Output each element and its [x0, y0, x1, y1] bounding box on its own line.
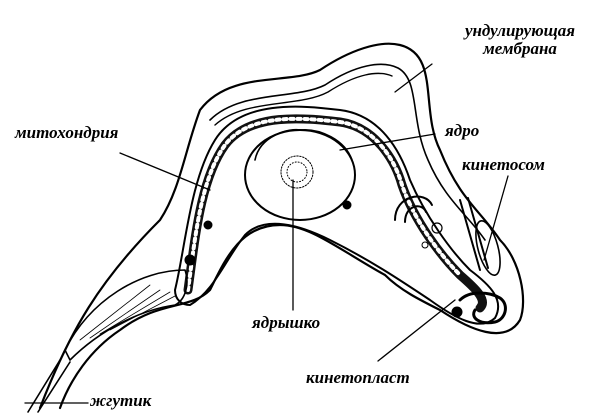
kinetoplast	[458, 291, 507, 325]
label-nucleus: ядро	[445, 121, 480, 140]
inner-membrane	[209, 63, 486, 241]
outer-membrane	[38, 42, 525, 410]
label-kinetoplast: кинетопласт	[306, 368, 410, 387]
leader-kinetoplast	[377, 299, 456, 362]
label-undulating-membrane-line2: мембрана	[483, 39, 557, 58]
leader-kinetosome	[483, 175, 509, 261]
nucleolus	[280, 155, 314, 189]
flagellum-region	[64, 269, 188, 361]
leader-mitochondria	[119, 152, 211, 191]
label-kinetosome: кинетосом	[462, 155, 545, 174]
leader-nucleus	[339, 133, 436, 151]
label-flagellum: жгутик	[90, 391, 152, 410]
nucleus	[244, 129, 356, 221]
label-mitochondria: митохондрия	[15, 123, 119, 142]
leader-membrane	[394, 63, 433, 93]
label-undulating-membrane: ундулирующая мембрана	[440, 22, 600, 58]
label-nucleolus: ядрышко	[252, 313, 321, 332]
label-undulating-membrane-line1: ундулирующая	[464, 21, 576, 40]
cell-body	[174, 105, 500, 325]
